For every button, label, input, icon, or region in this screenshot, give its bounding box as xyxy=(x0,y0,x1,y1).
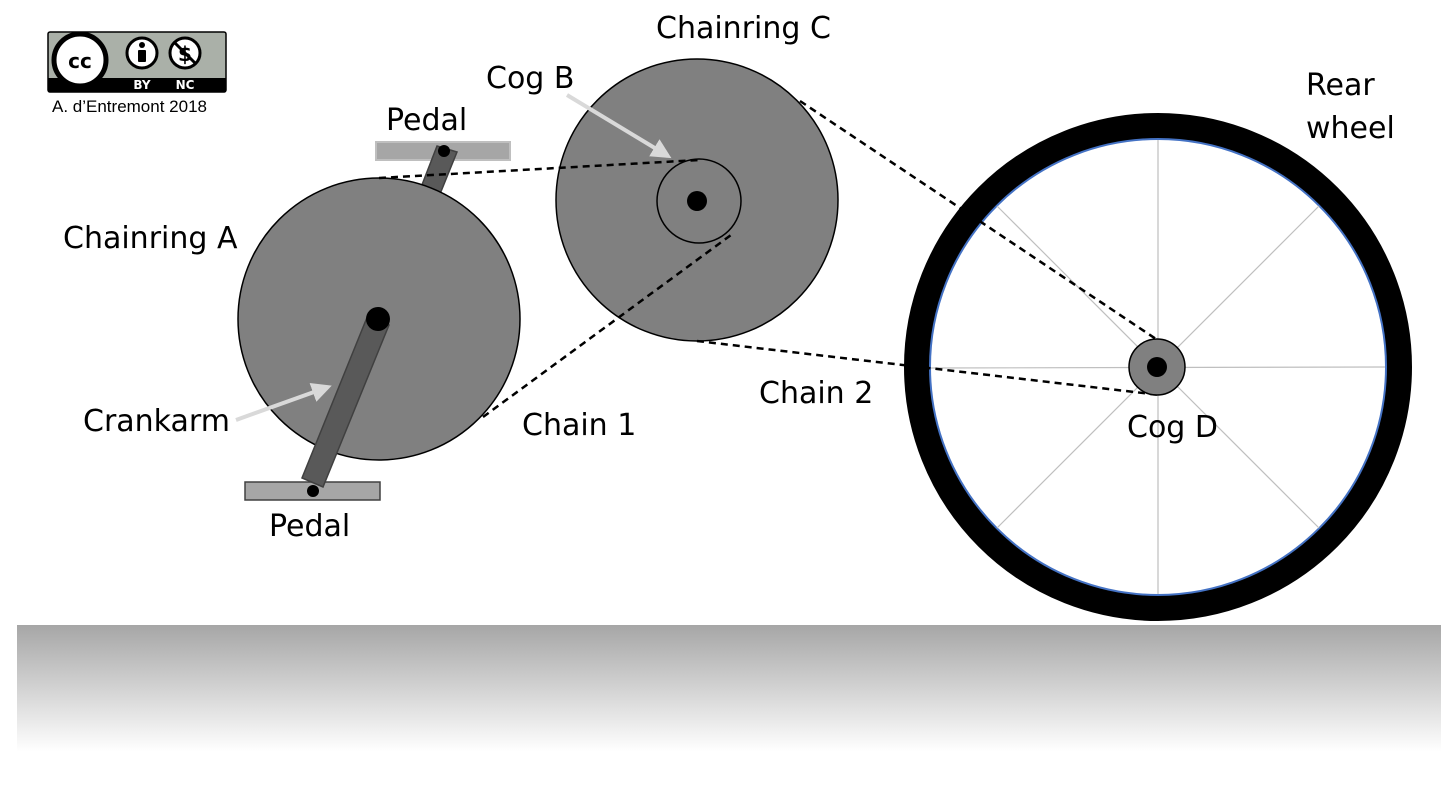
chain-1-top xyxy=(378,158,700,180)
crankarm-label: Crankarm xyxy=(83,404,230,439)
person-icon xyxy=(125,36,159,70)
pedal-bottom-label: Pedal xyxy=(269,509,350,544)
ground xyxy=(17,625,1441,752)
no-dollar-icon: $ xyxy=(168,36,202,70)
rear-wheel-label-line1: Rear xyxy=(1306,68,1375,103)
cog-b-pointer-arrow xyxy=(565,93,672,159)
credit-text: A. d’Entremont 2018 xyxy=(52,97,207,116)
crankarm-pointer-arrow xyxy=(235,382,332,422)
chain-1-bottom xyxy=(482,233,732,419)
chain-2-bottom xyxy=(696,339,1161,397)
chain-2-label: Chain 2 xyxy=(759,376,873,411)
bottom-pedal-pin xyxy=(307,485,319,497)
cc-nc-label: NC xyxy=(176,78,195,92)
cc-license-badge: cc $ BY NC xyxy=(47,31,227,93)
pedal-top-label: Pedal xyxy=(386,103,467,138)
cog-b-axle xyxy=(687,191,707,211)
cog-d-label: Cog D xyxy=(1127,410,1218,445)
cc-by-label: BY xyxy=(133,78,150,92)
cc-logo-icon xyxy=(51,31,109,89)
cog-d-axle xyxy=(1147,357,1167,377)
chain-1-label: Chain 1 xyxy=(522,408,636,443)
chainring-a-axle xyxy=(366,307,390,331)
chainring-a-label: Chainring A xyxy=(63,221,238,256)
rear-wheel-label-line2: wheel xyxy=(1306,111,1395,146)
cc-logo-text: cc xyxy=(68,49,92,73)
chainring-c-label: Chainring C xyxy=(656,11,831,46)
cog-b-label: Cog B xyxy=(486,61,574,96)
top-pedal-pin xyxy=(438,145,450,157)
